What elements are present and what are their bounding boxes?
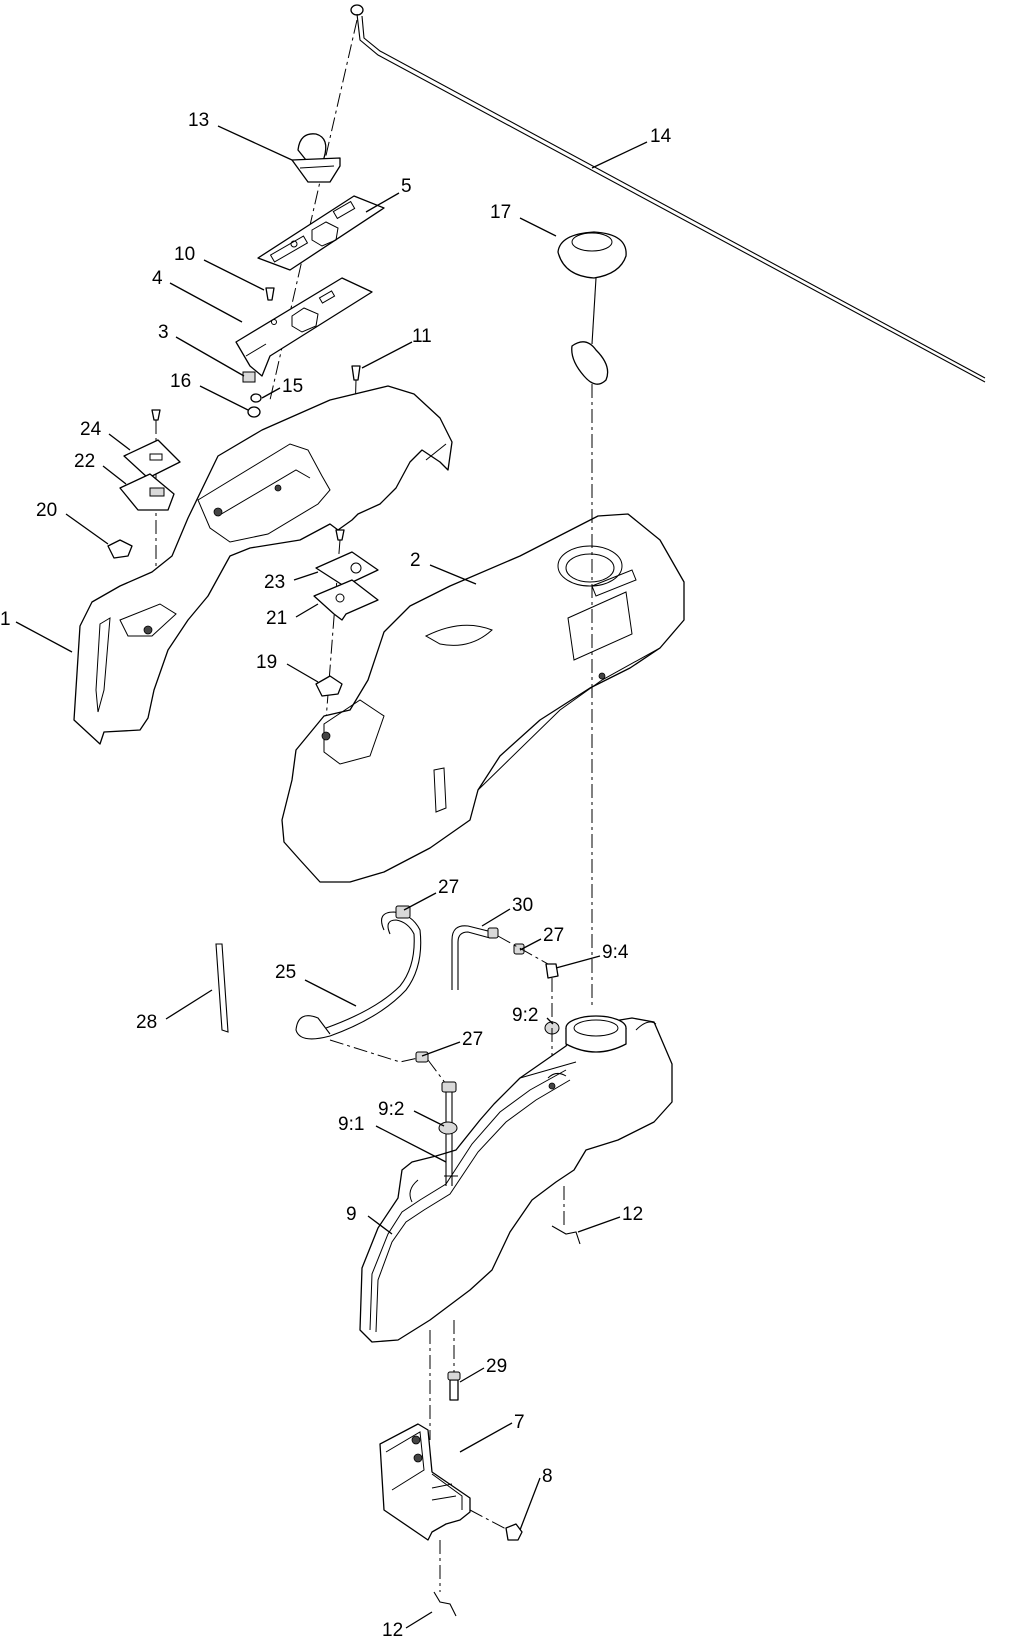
part-28-tie [215,943,229,1033]
part-19-cap [315,675,343,697]
callout-27-low: 27 [462,1029,483,1050]
callout-12-bottom: 12 [382,1620,403,1641]
callout-9: 9 [346,1204,357,1225]
callout-27-top: 27 [438,877,459,898]
part-22-plate [119,473,175,511]
callout-22: 22 [74,451,95,472]
callout-24: 24 [80,419,102,440]
part-17-fuel-cap [557,231,627,385]
callout-9-1: 9:1 [338,1114,364,1135]
callout-3: 3 [158,322,169,343]
assembly-line [497,935,549,965]
fittings-27 [415,943,560,1063]
part-20-cap [107,539,133,559]
part-23-plate [315,551,379,587]
callout-10: 10 [174,244,195,265]
callout-15: 15 [282,376,303,397]
callout-30: 30 [512,895,533,916]
part-1-shroud [73,385,453,745]
callout-16: 16 [170,371,191,392]
callout-14: 14 [650,126,672,147]
callout-25: 25 [275,962,296,983]
part-4-plate [235,277,373,377]
part-13-handle [291,133,341,183]
part-12-clip [433,1591,457,1617]
callout-9-4: 9:4 [602,942,629,963]
callout-27-mid: 27 [543,925,564,946]
assembly-line [269,19,358,401]
callout-5: 5 [401,176,412,197]
assembly-line [469,1509,509,1531]
part-24-decal [123,439,181,479]
callout-4: 4 [152,268,163,289]
callout-20: 20 [36,500,57,521]
callout-23: 23 [264,572,285,593]
assembly-line [329,1039,419,1063]
callout-17: 17 [490,202,511,223]
callout-9-2-right: 9:2 [512,1005,538,1026]
part-9-tank [359,1015,673,1343]
callout-12-top: 12 [622,1204,643,1225]
leader-lines [15,125,648,1629]
callout-19: 19 [256,652,277,673]
callout-29: 29 [486,1356,507,1377]
callout-2: 2 [410,550,421,571]
callout-1: 1 [0,609,11,630]
callout-9-2-left: 9:2 [378,1099,404,1120]
callout-7: 7 [514,1412,525,1433]
part-14-rod [350,4,986,383]
callout-28: 28 [136,1012,157,1033]
assembly-line [427,1059,447,1085]
part-29-pin [447,1371,461,1401]
callout-21: 21 [266,608,287,629]
callout-8: 8 [542,1466,553,1487]
part-5-plate [257,195,385,271]
callout-11: 11 [412,326,432,347]
callout-labels: 13 14 5 17 10 4 11 3 15 16 24 22 20 2 23… [0,110,672,1641]
part-25-hose [295,905,422,1040]
hardware-parts [151,287,361,541]
part-30-hose [451,925,499,990]
callout-13: 13 [188,110,209,131]
part-12-clip [551,1225,581,1245]
part-8-nut [505,1523,523,1541]
part-2-hood [281,513,685,883]
part-7-bracket [379,1423,471,1541]
part-9-1-tube [438,1081,458,1186]
part-21-plate [313,579,379,621]
